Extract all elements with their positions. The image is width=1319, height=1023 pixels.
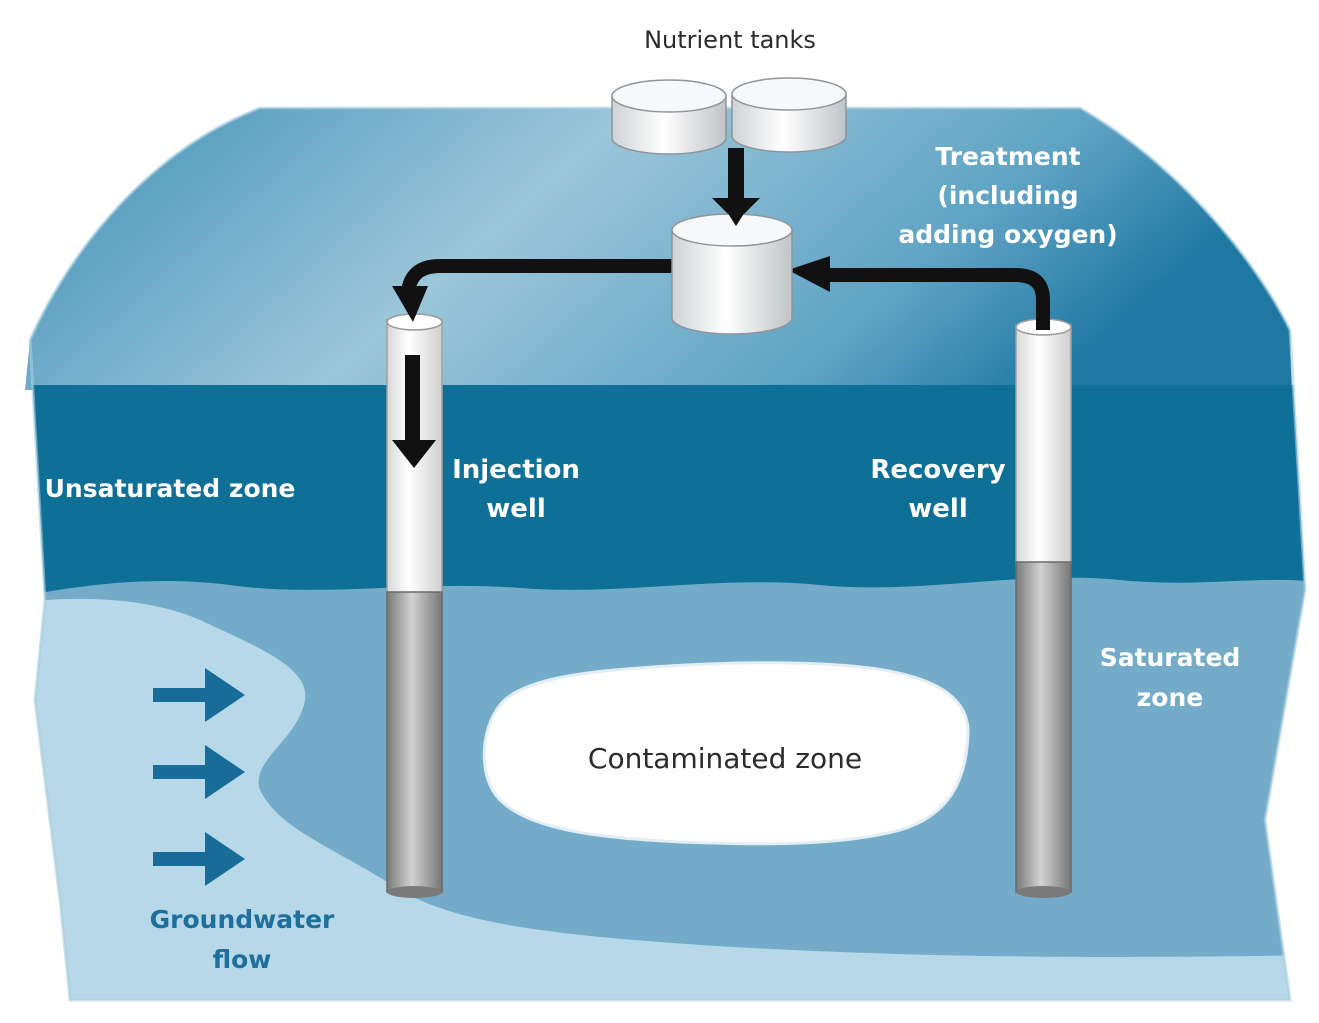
- groundwater-flow-label: Groundwater flow: [150, 905, 335, 974]
- right-arrow-icon: [153, 745, 245, 799]
- svg-text:zone: zone: [1137, 683, 1203, 712]
- recovery-well: [1015, 318, 1072, 898]
- right-arrow-icon: [153, 668, 245, 722]
- process-flow-arrows: [392, 148, 1050, 468]
- svg-text:Saturated: Saturated: [1100, 643, 1241, 672]
- svg-text:flow: flow: [213, 945, 272, 974]
- treatment-label: Treatment (including adding oxygen): [898, 142, 1117, 249]
- injection-well: [386, 313, 443, 898]
- contaminated-zone: Contaminated zone: [482, 661, 970, 846]
- svg-text:Groundwater: Groundwater: [150, 905, 335, 934]
- right-arrow-icon: [153, 832, 245, 886]
- cylinder-tank-icon: [731, 77, 847, 153]
- cylinder-tank-icon: [671, 213, 793, 335]
- svg-text:(including: (including: [937, 181, 1078, 210]
- svg-text:well: well: [486, 494, 545, 524]
- unsaturated-zone-label: Unsaturated zone: [45, 474, 296, 503]
- groundwater-region: [30, 598, 1305, 1000]
- treatment-tank: [671, 204, 793, 335]
- contaminated-zone-label: Contaminated zone: [588, 742, 862, 775]
- cylinder-tank-icon: [611, 79, 727, 155]
- pipe-well-icon: [1015, 324, 1072, 566]
- earth-outline: [28, 106, 1307, 1002]
- svg-text:Injection: Injection: [452, 455, 580, 485]
- svg-text:adding oxygen): adding oxygen): [898, 220, 1117, 249]
- sky-layer: [25, 108, 1292, 390]
- earth-cross-section: [25, 106, 1307, 1002]
- black-arrow-icon: [392, 355, 436, 468]
- nutrient-tanks-label: Nutrient tanks: [644, 26, 816, 54]
- saturated-zone-label: Saturated zone: [1100, 643, 1241, 712]
- svg-text:Recovery: Recovery: [870, 455, 1005, 485]
- groundwater-flow-arrows: [153, 668, 245, 886]
- unsaturated-zone-layer: [30, 385, 1305, 615]
- recovery-well-label: Recovery well: [870, 455, 1005, 524]
- svg-text:well: well: [908, 494, 967, 524]
- nutrient-tanks: [611, 77, 847, 155]
- black-arrow-icon: [712, 148, 760, 222]
- black-arrow-icon: [820, 268, 1050, 330]
- injection-well-label: Injection well: [452, 455, 580, 524]
- svg-text:Treatment: Treatment: [935, 142, 1080, 171]
